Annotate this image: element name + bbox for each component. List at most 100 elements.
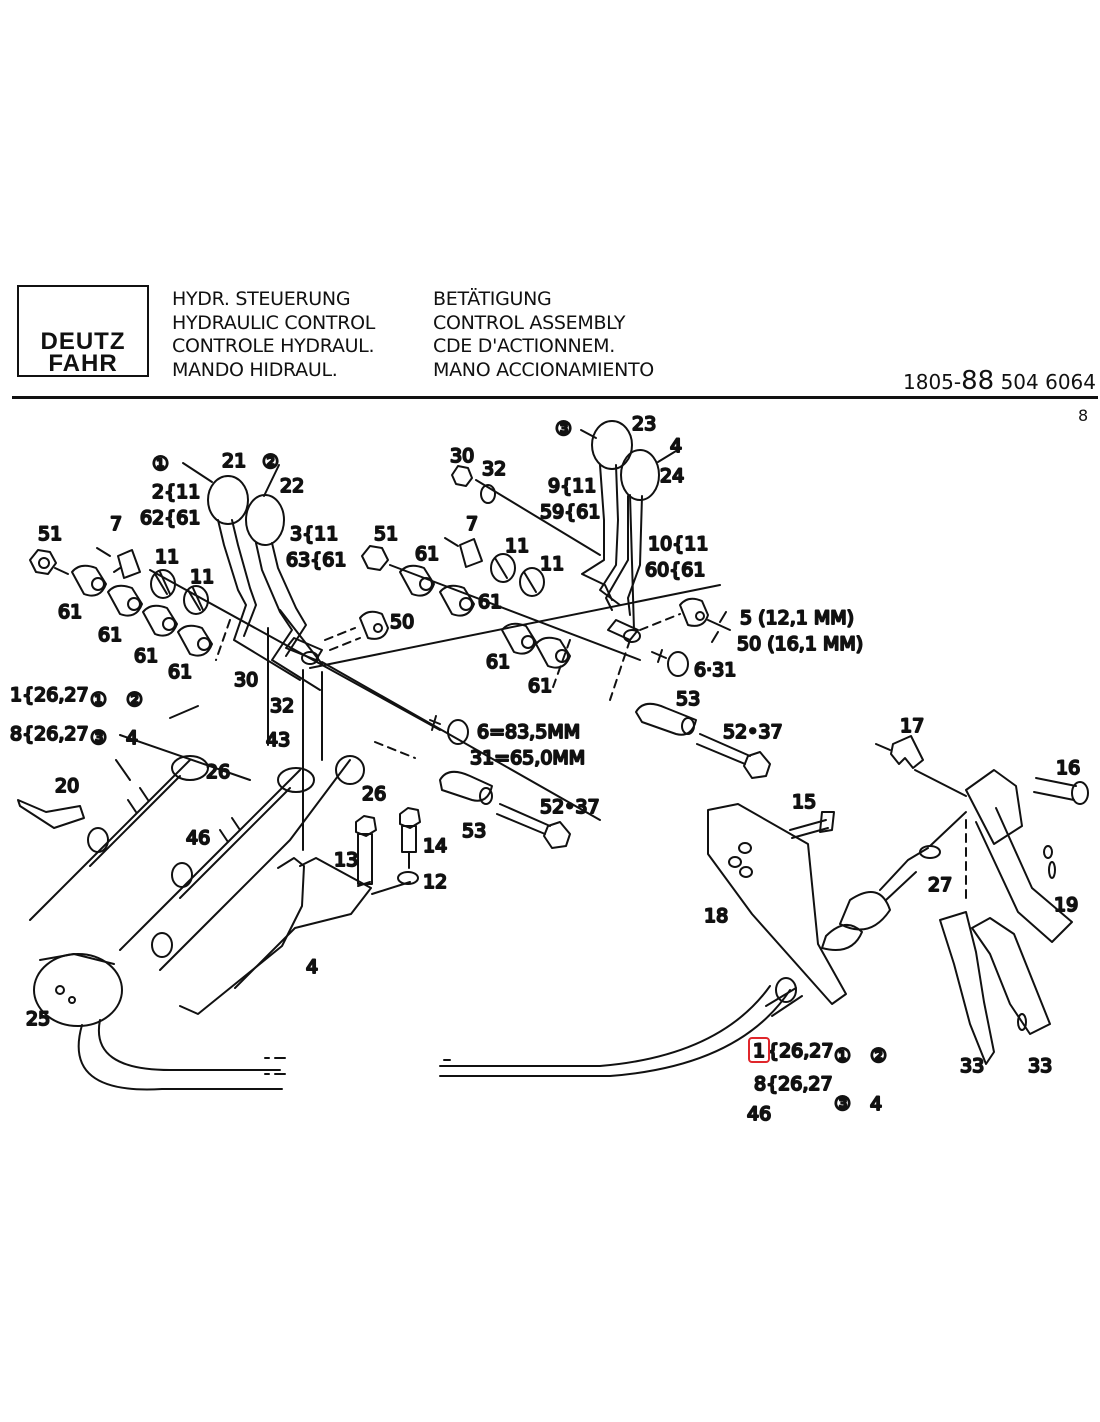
callout-6-mm: 6=83,5MM <box>477 721 580 743</box>
callout-8-26-27-bottom: 8{26,27 <box>754 1073 833 1095</box>
title-french: CONTROLE HYDRAUL. <box>172 335 375 357</box>
part-number: 1805-88 504 6064 <box>903 366 1096 396</box>
callout-circle-4-left: 4 <box>126 727 138 749</box>
knob-25[interactable] <box>33 953 283 1091</box>
header-rule <box>12 396 1098 399</box>
callout-9-11: 9{11 <box>548 475 596 497</box>
cable-long[interactable] <box>439 985 791 1077</box>
callout-62-61: 62{61 <box>140 507 200 529</box>
title-english: HYDRAULIC CONTROL <box>172 311 376 334</box>
callout-circle-1-left: ① <box>90 689 107 711</box>
callout-14: 14 <box>423 835 447 857</box>
washer-32-right[interactable] <box>480 484 496 504</box>
callout-circle-4-bottom: 4 <box>870 1093 882 1115</box>
callout-17: 17 <box>900 715 924 737</box>
cable-end-fitting[interactable] <box>765 977 803 1017</box>
bushings-61-left[interactable] <box>71 564 213 657</box>
callout-3-11: 3{11 <box>290 523 338 545</box>
callout-53-left: 53 <box>462 820 486 842</box>
cable-right-inner[interactable] <box>151 755 365 971</box>
spacer-5-50[interactable] <box>679 597 731 643</box>
callout-11-d: 11 <box>540 553 564 575</box>
bracket-33-right[interactable] <box>971 917 1051 1035</box>
clip-7-right[interactable] <box>444 537 483 568</box>
pivot-block-right[interactable] <box>607 619 641 643</box>
callout-23: 23 <box>632 413 656 435</box>
callout-46-left: 46 <box>186 827 210 849</box>
subtitle-german: BETÄTIGUNG <box>433 288 552 310</box>
callout-26-left: 26 <box>206 761 230 783</box>
bracket-4[interactable] <box>179 857 411 1015</box>
clip-7-left[interactable] <box>96 547 141 579</box>
clevis-17[interactable] <box>875 735 924 769</box>
callout-circle-4: 4 <box>670 435 682 457</box>
block-19[interactable] <box>965 769 1073 943</box>
nut-30-right[interactable] <box>451 465 473 487</box>
nut-51-right[interactable] <box>361 545 389 571</box>
callout-16: 16 <box>1056 757 1080 779</box>
callout-60-61: 60{61 <box>645 559 705 581</box>
bushings-61-right[interactable] <box>399 564 571 669</box>
callout-10-11: 10{11 <box>648 533 708 555</box>
callout-59-61: 59{61 <box>540 501 600 523</box>
lever-24[interactable] <box>605 449 677 631</box>
bracket-33-left[interactable] <box>939 911 995 1065</box>
spacer-53-left[interactable] <box>439 770 493 805</box>
callout-51-left: 51 <box>38 523 62 545</box>
callout-30-right: 30 <box>450 445 474 467</box>
pivot-block[interactable] <box>285 637 323 665</box>
callout-61-h: 61 <box>528 675 552 697</box>
callout-1-bottom: 1 <box>753 1040 765 1062</box>
lever-22[interactable] <box>245 464 323 691</box>
callout-61-d: 61 <box>168 661 192 683</box>
callout-4: 4 <box>306 956 318 978</box>
rod-end-27[interactable] <box>821 811 967 951</box>
callout-circle-3: ③ <box>555 418 572 440</box>
callout-11-c: 11 <box>505 535 529 557</box>
callout-33-right: 33 <box>1028 1055 1052 1077</box>
bolt-52-37-left[interactable] <box>496 803 571 849</box>
lever-21[interactable] <box>182 462 301 681</box>
callout-52-37-right: 52•37 <box>723 721 783 743</box>
cable-left[interactable] <box>29 755 209 921</box>
callout-6-31-right: 6·31 <box>694 659 736 681</box>
callout-43: 43 <box>266 729 290 751</box>
callout-61-b: 61 <box>98 624 122 646</box>
part-number-big: 88 <box>961 366 995 396</box>
callout-27: 27 <box>928 874 952 896</box>
rollers-11-right[interactable] <box>490 553 545 597</box>
callout-25: 25 <box>26 1008 50 1030</box>
subtitle-english: CONTROL ASSEMBLY <box>433 311 626 334</box>
title-german: HYDR. STEUERUNG <box>172 288 351 310</box>
callout-32-left: 32 <box>270 695 294 717</box>
part-number-prefix: 1805- <box>903 370 962 394</box>
nut-51-left[interactable] <box>29 549 57 575</box>
page-number: 8 <box>1078 406 1089 425</box>
bolt-52-37-right[interactable] <box>696 733 771 779</box>
callout-11-a: 11 <box>155 546 179 568</box>
pin-16[interactable] <box>1033 777 1089 805</box>
washer-12[interactable] <box>397 871 419 885</box>
bolt-14[interactable] <box>399 807 421 869</box>
callout-7-right: 7 <box>466 513 478 535</box>
brand-line-2: FAHR <box>48 350 118 377</box>
callout-7-left: 7 <box>110 513 122 535</box>
callout-20: 20 <box>55 775 79 797</box>
pin-6-31-right[interactable] <box>651 649 689 677</box>
callout-1-26-27-bottom: {26,27 <box>767 1040 833 1062</box>
spacer-50[interactable] <box>359 610 389 640</box>
bolt-15[interactable] <box>789 811 835 839</box>
lever-23[interactable] <box>580 420 633 606</box>
bolt-13[interactable] <box>355 815 377 885</box>
pin-6-31-left[interactable] <box>429 715 469 745</box>
cable-middle[interactable] <box>119 767 315 951</box>
callout-33-left: 33 <box>960 1055 984 1077</box>
plate-20[interactable] <box>17 799 85 829</box>
plate-18[interactable] <box>707 803 847 1005</box>
callout-12: 12 <box>423 871 447 893</box>
brand-line-1: DEUTZ <box>40 328 126 355</box>
callout-11-b: 11 <box>190 566 214 588</box>
spacer-53-right[interactable] <box>635 702 697 736</box>
callout-53-right: 53 <box>676 688 700 710</box>
